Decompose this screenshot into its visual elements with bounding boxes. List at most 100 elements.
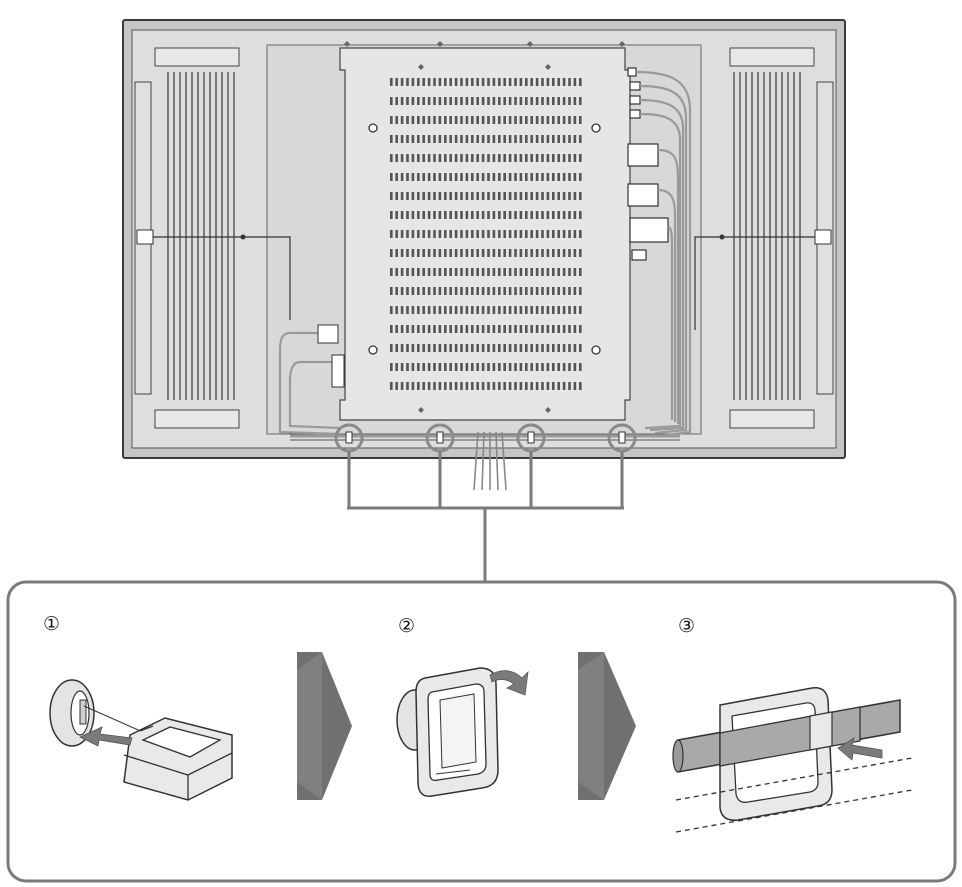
vent-slot [465,363,469,371]
vent-slot [487,249,490,257]
vent-slot [471,173,474,181]
vent-slot [465,325,469,333]
vent-slot [579,344,582,352]
vent-slot [395,268,398,276]
vent-slot [481,268,485,276]
vent-slot [541,287,544,295]
vent-slot [541,382,544,390]
vent-slot [460,363,463,371]
vent-slot [411,154,415,162]
vent-slot [433,97,436,105]
vent-slot [411,135,415,143]
vent-slot [400,249,404,257]
vent-slot [411,192,415,200]
vent-slot [465,382,469,390]
vent-slot [573,78,577,86]
vent-slot [525,306,528,314]
vent-slot [454,116,458,124]
vent-slot [579,382,582,390]
vent-slot [530,268,533,276]
vent-slot [476,173,479,181]
vent-slot [460,211,463,219]
vent-slot [454,211,458,219]
vent-slot [406,97,409,105]
vent-slot [417,287,420,295]
vent-slot [460,325,463,333]
vent-slot [508,325,512,333]
vent-slot [546,325,550,333]
vent-slot [503,97,506,105]
step2-illustration [396,667,529,797]
vent-slot [487,173,490,181]
vent-slot [498,344,501,352]
vent-slot [422,306,425,314]
vent-slot [406,325,409,333]
vent-slot [519,325,523,333]
vent-slot [400,325,404,333]
vent-slot [422,154,425,162]
vent-slot [546,363,550,371]
vent-slot [546,154,550,162]
vent-slot [508,306,512,314]
vent-slot [454,287,458,295]
vent-slot [417,268,420,276]
vent-slot [417,344,420,352]
vent-slot [546,287,550,295]
vent-slot [449,268,452,276]
vent-slot [427,116,431,124]
vent-slot [492,268,496,276]
vent-slot [498,78,501,86]
vent-slot [449,97,452,105]
vent-slot [562,382,566,390]
vent-slot [411,211,415,219]
vent-slot [503,363,506,371]
vent-slot [476,211,479,219]
vent-slot [535,325,539,333]
vent-slot [433,306,436,314]
vent-slot [417,306,420,314]
vent-slot [422,97,425,105]
vent-slot [487,154,490,162]
vent-slot [395,116,398,124]
vent-slot [454,154,458,162]
vent-slot [406,192,409,200]
vent-slot [471,306,474,314]
vent-slot [411,382,415,390]
vent-slot [562,116,566,124]
vent-slot [492,306,496,314]
vent-slot [562,287,566,295]
vent-slot [465,78,469,86]
vent-slot [568,344,571,352]
vent-slot [476,78,479,86]
vent-slot [460,97,463,105]
vent-slot [573,230,577,238]
vent-slot [438,173,442,181]
vent-slot [454,97,458,105]
vent-slot [530,363,533,371]
vent-slot [417,325,420,333]
vent-slot [568,154,571,162]
vent-slot [481,116,485,124]
vent-slot [579,230,582,238]
vent-slot [519,268,523,276]
vent-slot [573,344,577,352]
vent-slot [449,363,452,371]
vent-slot [395,192,398,200]
vent-slot [519,306,523,314]
vent-slot [535,97,539,105]
vent-slot [487,135,490,143]
vent-slot [433,344,436,352]
vent-slot [519,211,523,219]
vent-slot [568,135,571,143]
vent-slot [579,211,582,219]
vent-slot [552,211,555,219]
vent-slot [400,306,404,314]
vent-slot [438,154,442,162]
vent-slot [514,97,517,105]
vent-slot [498,116,501,124]
vent-slot [465,268,469,276]
vent-slot [535,116,539,124]
vent-slot [411,325,415,333]
vent-slot [519,97,523,105]
vent-slot [395,287,398,295]
